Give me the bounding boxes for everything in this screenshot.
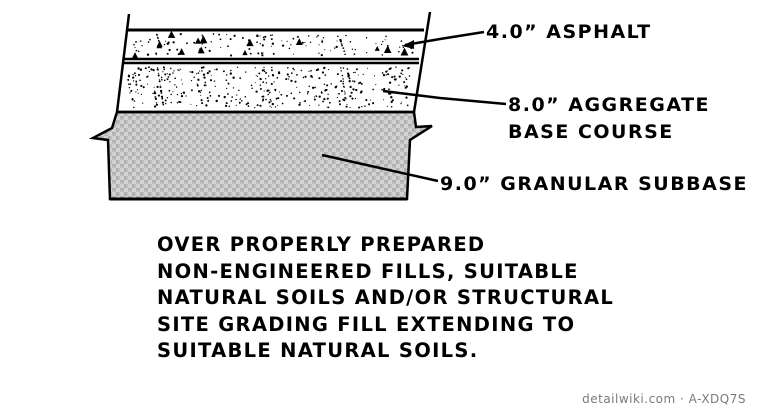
subgrade-note: OVER PROPERLY PREPARED NON-ENGINEERED FI…	[157, 232, 614, 365]
subbase-leader	[321, 153, 439, 183]
leader-lines	[321, 30, 507, 183]
aggregate-callout-line1: 8.0” AGGREGATE	[508, 94, 710, 116]
leader-arrowheads	[402, 40, 414, 49]
asphalt-aggregate-speckle	[131, 30, 414, 59]
aggregate-callout-line2: BASE COURSE	[508, 121, 674, 143]
watermark-text: detailwiki.com · A-XDQ7S	[582, 392, 746, 406]
aggregate-base-speckle	[127, 66, 411, 109]
asphalt-callout: 4.0” ASPHALT	[486, 21, 652, 43]
aggregate-base-layer	[117, 61, 419, 112]
granular-subbase-layer	[88, 110, 433, 201]
subgrade-note-line: NATURAL SOILS AND/OR STRUCTURAL	[157, 286, 615, 309]
subgrade-note-line: SITE GRADING FILL EXTENDING TO	[157, 312, 576, 336]
subgrade-note-line: OVER PROPERLY PREPARED	[157, 233, 486, 256]
aggregate-leader	[382, 89, 507, 106]
asphalt-leader	[404, 30, 485, 47]
asphalt-layer	[123, 30, 424, 61]
subgrade-note-line: SUITABLE NATURAL SOILS.	[157, 339, 479, 362]
subbase-callout: 9.0” GRANULAR SUBBASE	[440, 173, 748, 195]
subgrade-note-line: NON-ENGINEERED FILLS, SUITABLE	[157, 259, 579, 283]
